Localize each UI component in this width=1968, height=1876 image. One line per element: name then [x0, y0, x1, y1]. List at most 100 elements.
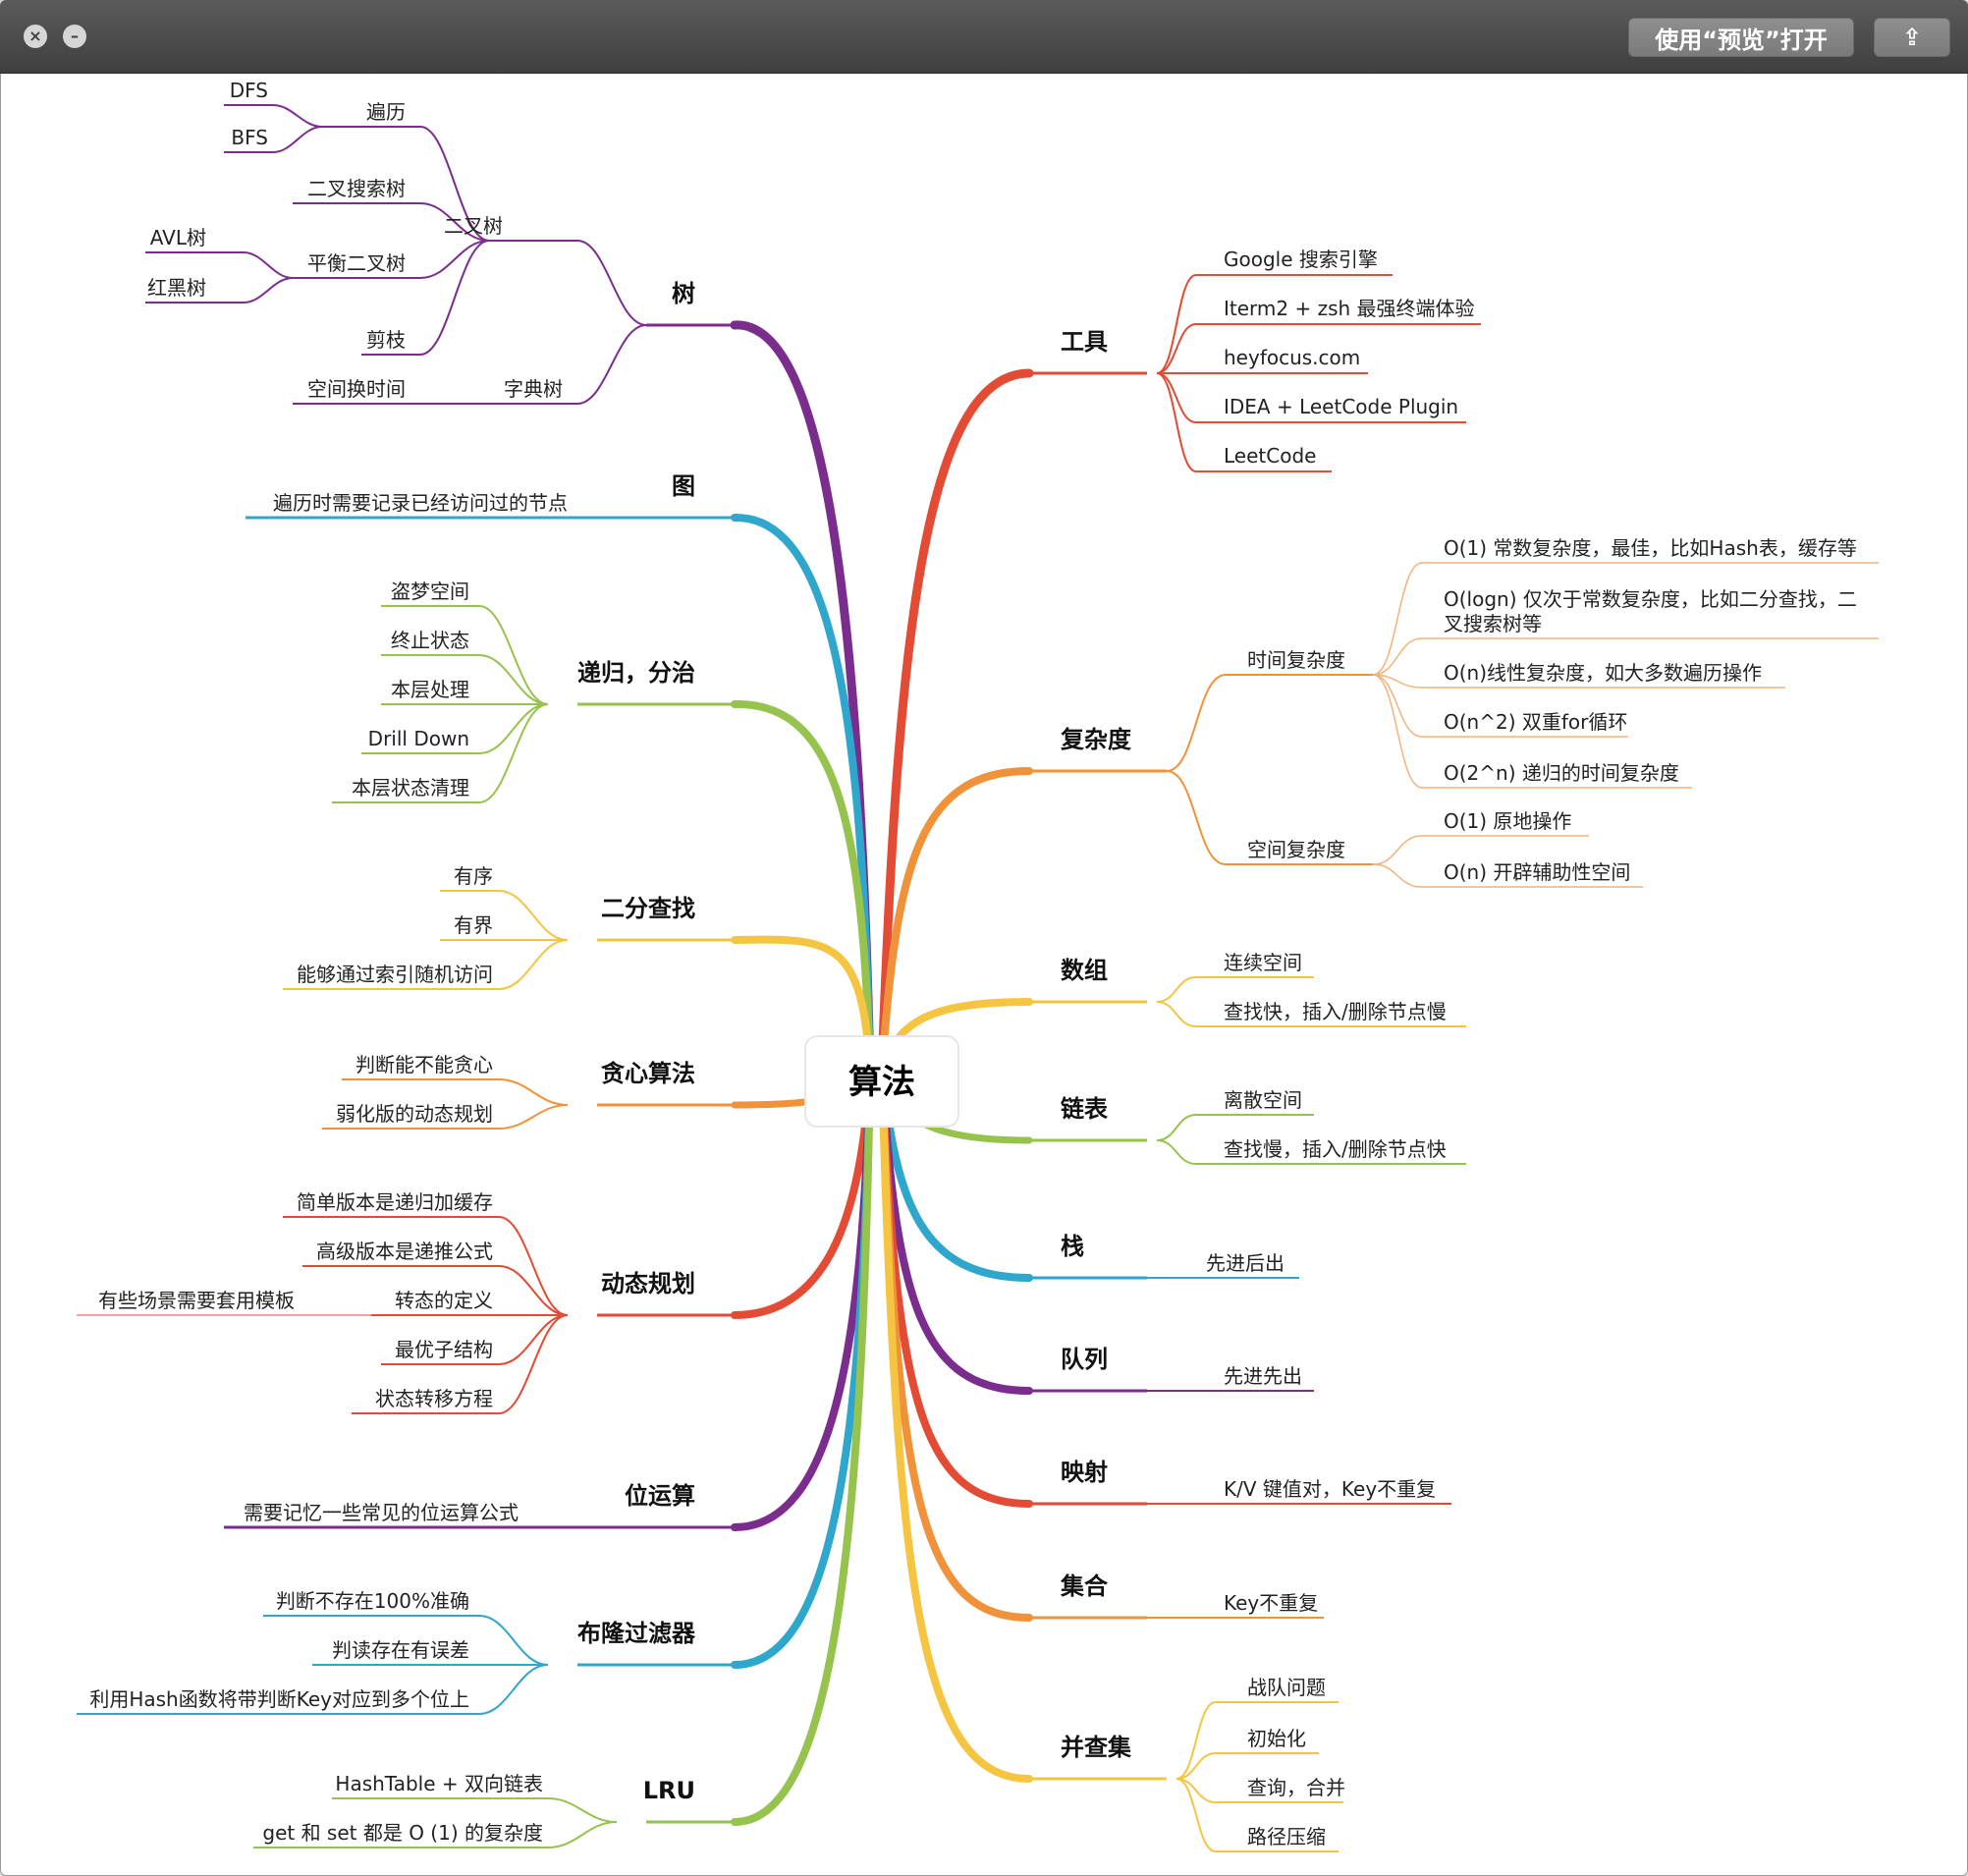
branch-graph — [731, 513, 874, 1075]
node-space-complexity: 空间复杂度 — [1247, 838, 1345, 861]
node-bit-formula: 需要记忆一些常见的位运算公式 — [244, 1501, 519, 1524]
node-dp-4: 最优子结构 — [395, 1338, 493, 1361]
topic-recursion: 递归，分治 — [577, 659, 695, 687]
node-recursion-5: 本层状态清理 — [352, 776, 469, 800]
node-recursion-3: 本层处理 — [391, 678, 469, 701]
title-bar: × – 使用“预览”打开 ⇪ — [0, 0, 1968, 74]
branch-bit — [731, 1067, 874, 1531]
node-uf-2: 初始化 — [1247, 1727, 1306, 1750]
topic-dp: 动态规划 — [601, 1270, 695, 1297]
node-dp-1: 简单版本是递归加缓存 — [297, 1190, 493, 1214]
close-icon[interactable]: × — [24, 25, 47, 48]
node-space-2: O(n) 开辟辅助性空间 — [1444, 860, 1630, 884]
right-topics: 工具 复杂度 数组 链表 栈 队列 映射 集合 并查集 — [1060, 328, 1132, 1761]
branch-tools — [877, 368, 1034, 1076]
minimize-icon[interactable]: – — [63, 25, 86, 48]
node-bst: 二叉搜索树 — [307, 177, 406, 200]
node-pruning: 剪枝 — [366, 328, 406, 352]
node-dp-template: 有些场景需要套用模板 — [98, 1289, 295, 1312]
right-subtopics: Google 搜索引擎 Iterm2 + zsh 最强终端体验 heyfocus… — [1206, 248, 1857, 1848]
node-set-rule: Key不重复 — [1224, 1591, 1318, 1615]
node-lru-2: get 和 set 都是 O (1) 的复杂度 — [262, 1821, 543, 1845]
node-recursion-4: Drill Down — [368, 727, 469, 750]
node-array-2: 查找快，插入/删除节点慢 — [1224, 1000, 1447, 1023]
node-tool-2: Iterm2 + zsh 最强终端体验 — [1224, 297, 1475, 320]
node-time-5: O(2^n) 递归的时间复杂度 — [1444, 761, 1679, 785]
node-dp-2: 高级版本是递推公式 — [316, 1240, 493, 1263]
node-lru-1: HashTable + 双向链表 — [335, 1772, 543, 1795]
topic-graph: 图 — [672, 472, 695, 500]
node-trie: 字典树 — [504, 377, 563, 401]
node-time-2b: 叉搜索树等 — [1444, 612, 1542, 635]
branch-lru — [731, 1067, 874, 1826]
topic-greedy: 贪心算法 — [601, 1060, 695, 1087]
node-list-2: 查找慢，插入/删除节点快 — [1224, 1137, 1447, 1161]
share-button[interactable]: ⇪ — [1874, 18, 1950, 57]
node-uf-1: 战队问题 — [1247, 1676, 1326, 1699]
node-balanced-tree: 平衡二叉树 — [307, 251, 406, 275]
l2-connectors — [77, 104, 1879, 1852]
node-time-1: O(1) 常数复杂度，最佳，比如Hash表，缓存等 — [1444, 536, 1857, 560]
left-subtopics: 二叉树 遍历 DFS BFS 二叉搜索树 平衡二叉树 AVL树 红黑树 剪枝 字… — [89, 79, 568, 1845]
node-recursion-2: 终止状态 — [391, 629, 469, 652]
node-stack-rule: 先进后出 — [1206, 1251, 1285, 1275]
node-bs-2: 有界 — [454, 913, 493, 937]
node-time-2: O(logn) 仅次于常数复杂度，比如二分查找，二 — [1444, 587, 1857, 611]
topic-array: 数组 — [1061, 957, 1108, 984]
center-node: 算法 — [804, 1035, 959, 1128]
node-time-3: O(n)线性复杂度，如大多数遍历操作 — [1444, 661, 1762, 685]
node-queue-rule: 先进先出 — [1224, 1364, 1302, 1388]
topic-map: 映射 — [1061, 1459, 1108, 1486]
topic-tree: 树 — [672, 280, 695, 307]
topic-bit: 位运算 — [625, 1482, 695, 1510]
node-bs-3: 能够通过索引随机访问 — [297, 963, 493, 986]
topic-queue: 队列 — [1061, 1346, 1108, 1373]
node-time-4: O(n^2) 双重for循环 — [1444, 710, 1627, 734]
branch-bloom — [731, 1067, 874, 1669]
node-space-1: O(1) 原地操作 — [1444, 809, 1571, 833]
node-bloom-2: 判读存在有误差 — [332, 1638, 469, 1662]
branch-union-find — [878, 1067, 1033, 1783]
node-space-for-time: 空间换时间 — [307, 377, 406, 401]
mindmap-canvas: 算法 树 图 递归，分治 二分查找 贪心算法 动态规划 位运算 布隆过滤器 LR… — [8, 74, 1960, 1868]
node-avl: AVL树 — [150, 226, 206, 249]
node-recursion-1: 盗梦空间 — [391, 579, 469, 603]
node-dfs: DFS — [230, 79, 268, 102]
center-label: 算法 — [848, 1063, 915, 1102]
branch-binary-search — [731, 935, 874, 1075]
node-list-1: 离散空间 — [1224, 1088, 1302, 1112]
node-map-rule: K/V 键值对，Key不重复 — [1224, 1477, 1436, 1501]
node-tool-4: IDEA + LeetCode Plugin — [1224, 395, 1458, 418]
topic-set: 集合 — [1060, 1573, 1109, 1600]
topic-tools: 工具 — [1061, 328, 1108, 356]
node-greedy-2: 弱化版的动态规划 — [336, 1102, 493, 1126]
topic-complexity: 复杂度 — [1060, 726, 1132, 753]
node-rbtree: 红黑树 — [147, 276, 206, 300]
topic-stack: 栈 — [1061, 1233, 1084, 1260]
node-dp-3: 转态的定义 — [395, 1289, 493, 1312]
branch-complexity — [878, 767, 1033, 1075]
topic-binary-search: 二分查找 — [601, 895, 695, 922]
node-tool-3: heyfocus.com — [1224, 346, 1360, 369]
left-topics: 树 图 递归，分治 二分查找 贪心算法 动态规划 位运算 布隆过滤器 LRU — [577, 280, 696, 1804]
node-uf-3: 查询，合并 — [1247, 1776, 1345, 1799]
node-tool-5: LeetCode — [1224, 444, 1316, 468]
node-time-complexity: 时间复杂度 — [1247, 648, 1345, 672]
node-traversal: 遍历 — [366, 100, 406, 124]
topic-linked-list: 链表 — [1061, 1095, 1109, 1123]
l1-underlines — [224, 323, 1167, 1824]
node-graph-visited: 遍历时需要记录已经访问过的节点 — [273, 491, 568, 515]
node-bs-1: 有序 — [454, 864, 493, 888]
node-binary-tree: 二叉树 — [444, 214, 503, 238]
node-bloom-1: 判断不存在100%准确 — [276, 1589, 469, 1613]
open-with-preview-button[interactable]: 使用“预览”打开 — [1628, 18, 1854, 57]
topic-bloom: 布隆过滤器 — [577, 1620, 696, 1647]
share-icon: ⇪ — [1901, 24, 1923, 51]
node-dp-5: 状态转移方程 — [375, 1387, 493, 1410]
branch-tree — [730, 320, 875, 1076]
node-bloom-3: 利用Hash函数将带判断Key对应到多个位上 — [89, 1687, 469, 1711]
mindmap: 算法 树 图 递归，分治 二分查找 贪心算法 动态规划 位运算 布隆过滤器 LR… — [77, 79, 1879, 1852]
node-bfs: BFS — [231, 126, 268, 149]
node-greedy-1: 判断能不能贪心 — [355, 1053, 493, 1076]
